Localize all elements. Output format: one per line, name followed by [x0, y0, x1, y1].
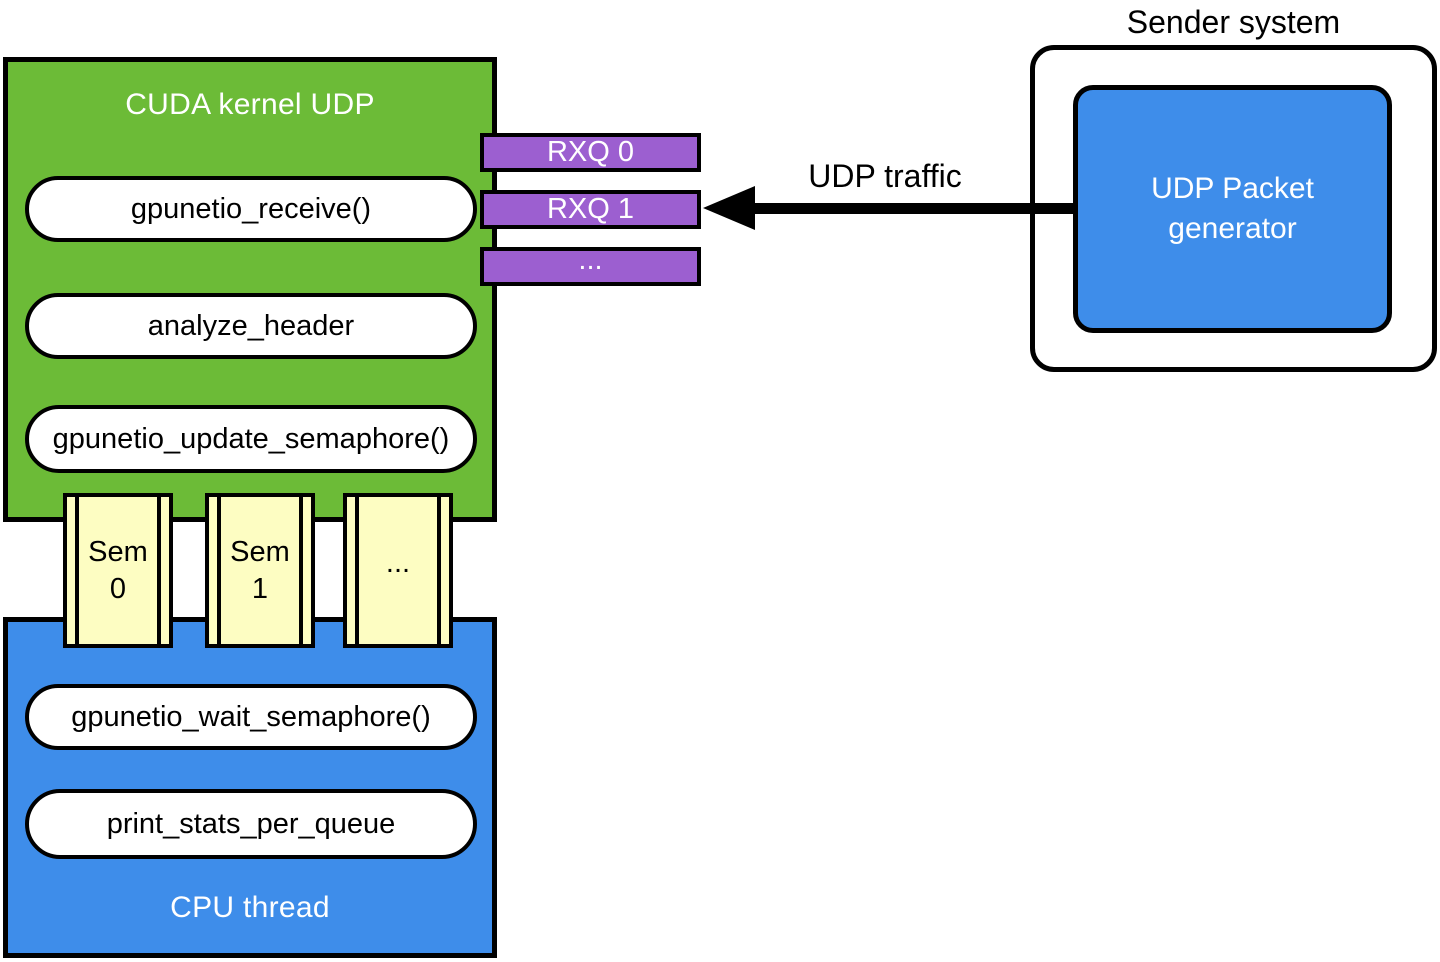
- rxq-ellipsis-label: ...: [578, 244, 603, 276]
- gpunetio-wait-semaphore-pill: gpunetio_wait_semaphore(): [25, 684, 477, 750]
- udp-traffic-arrow-line: [750, 203, 1073, 214]
- sem-0-label-line1: Sem: [88, 536, 148, 569]
- udp-packet-generator-label-line1: UDP Packet: [1151, 171, 1314, 205]
- sem-0-label-line2: 0: [109, 572, 127, 605]
- udp-traffic-label: UDP traffic: [808, 158, 962, 194]
- sem-1-label-line1: Sem: [230, 536, 290, 569]
- rxq-1-label: RXQ 1: [546, 193, 635, 225]
- cpu-thread-block: CPU thread: [3, 617, 497, 958]
- sender-system-title: Sender system: [1126, 4, 1341, 40]
- rxq-1-box: RXQ 1: [480, 190, 701, 229]
- sem-ellipsis-label: ...: [385, 547, 411, 580]
- rxq-ellipsis-box: ...: [480, 244, 701, 286]
- udp-traffic-arrowhead-icon: [703, 186, 755, 230]
- rxq-0-box: RXQ 0: [480, 133, 701, 172]
- sem-0-box: Sem 0: [63, 493, 173, 648]
- gpunetio-update-semaphore-pill: gpunetio_update_semaphore(): [25, 405, 477, 473]
- sem-1-box: Sem 1: [205, 493, 315, 648]
- print-stats-per-queue-pill: print_stats_per_queue: [25, 789, 477, 859]
- analyze-header-pill: analyze_header: [25, 293, 477, 359]
- gpunetio-receive-pill: gpunetio_receive(): [25, 176, 477, 242]
- sem-1-label-line2: 1: [251, 572, 269, 605]
- cpu-block-title: CPU thread: [170, 891, 330, 924]
- sem-ellipsis-box: ...: [343, 493, 453, 648]
- udp-packet-generator-label-line2: generator: [1168, 212, 1297, 245]
- gpu-block-title: CUDA kernel UDP: [125, 88, 375, 121]
- rxq-0-label: RXQ 0: [546, 136, 635, 168]
- udp-packet-generator-box: UDP Packet generator: [1073, 85, 1392, 333]
